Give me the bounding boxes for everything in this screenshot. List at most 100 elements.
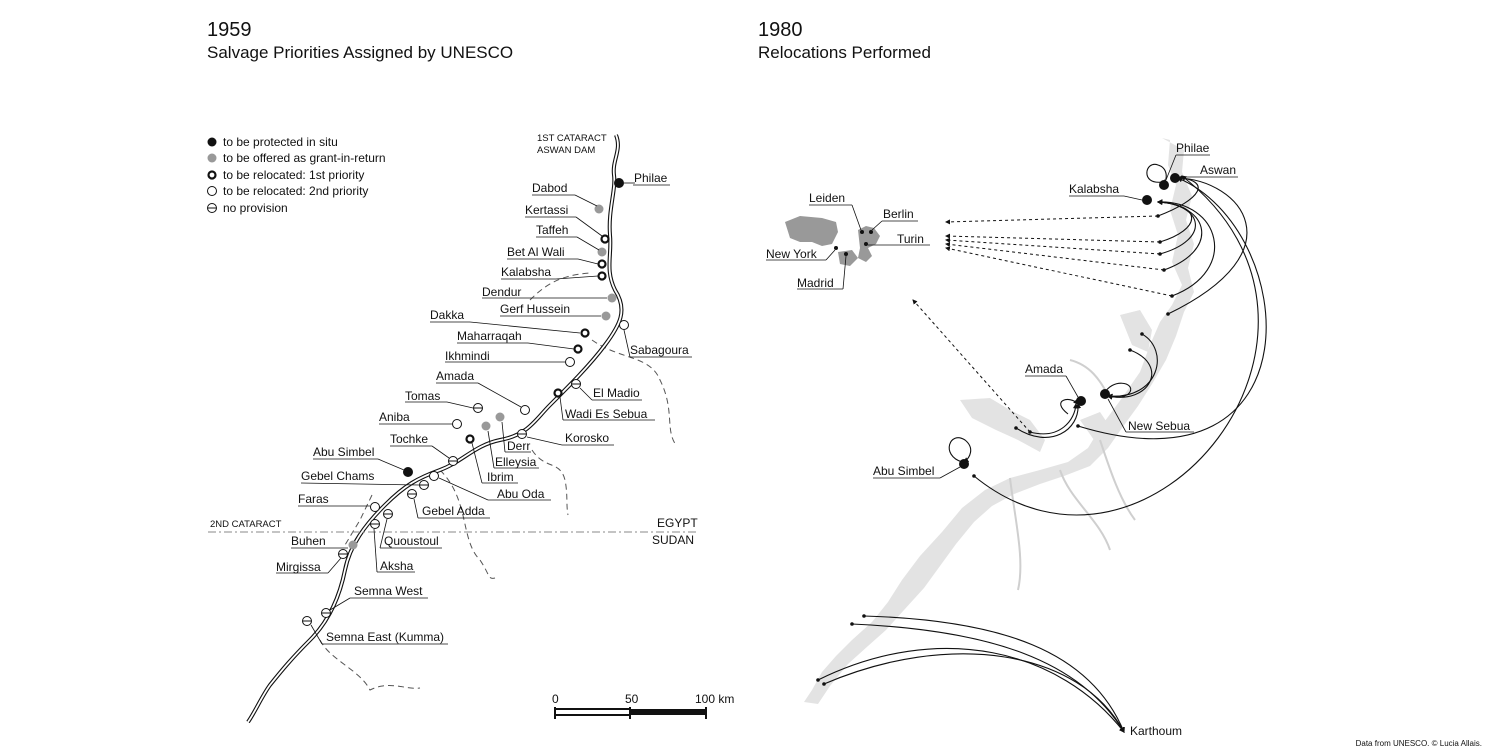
berlin-dot <box>869 230 873 234</box>
site-buhen: Buhen <box>291 534 358 550</box>
lake-outline-east <box>591 339 677 446</box>
site-label: Dakka <box>430 308 464 322</box>
kalabsha-label: Kalabsha <box>1069 182 1119 196</box>
arrow-to-new-york <box>912 299 1031 433</box>
aswan-label: Aswan <box>1200 163 1236 177</box>
site-label: Bet Al Wali <box>507 245 565 259</box>
new-sebua-dot <box>1100 389 1110 399</box>
site-label: Kertassi <box>525 203 568 217</box>
site-label: Dendur <box>482 285 521 299</box>
nile-river-inner <box>247 134 623 723</box>
new-sebua-label: New Sebua <box>1128 419 1190 433</box>
site-aksha: Aksha <box>370 519 415 573</box>
leiden-label: Leiden <box>809 191 845 205</box>
site-label: Dabod <box>532 181 567 195</box>
site-gebel-chams: Gebel Chams <box>300 469 429 490</box>
legend-open-circle-symbol <box>207 186 217 196</box>
site-semna-east: Semna East (Kumma) <box>302 616 448 645</box>
aswan-dot <box>1170 173 1180 183</box>
lake-nasser-branch-2 <box>1120 310 1152 352</box>
left-subtitle: Salvage Priorities Assigned by UNESCO <box>207 43 514 62</box>
turin-label: Turin <box>897 232 924 246</box>
site-label: Tomas <box>405 389 440 403</box>
leiden-leader-2 <box>851 204 862 231</box>
site-semna-west: Semna West <box>321 584 428 618</box>
site-sabagoura: Sabagoura <box>619 320 692 358</box>
arrow-to-leiden <box>945 215 1159 225</box>
site-korosko: Korosko <box>517 429 614 446</box>
wadis <box>1009 359 1136 591</box>
kalabsha-dash <box>529 272 591 301</box>
credit-line: Data from UNESCO. © Lucia Allais. <box>1355 739 1482 748</box>
site-abu-oda: Abu Oda <box>429 471 551 501</box>
site-label: Semna East (Kumma) <box>326 630 444 644</box>
abu-simbel-label: Abu Simbel <box>873 464 934 478</box>
site-dabod: Dabod <box>532 181 604 214</box>
scale-tick-0: 0 <box>552 692 559 706</box>
left-year-heading: 1959 <box>207 19 252 41</box>
site-label: Amada <box>436 369 474 383</box>
site-derr: Derr <box>495 412 531 453</box>
leiden-dot <box>860 230 864 234</box>
site-abu-simbel: Abu Simbel <box>313 445 413 477</box>
legend-filled-black-symbol <box>207 137 217 147</box>
scale-tick-100: 100 km <box>695 692 734 706</box>
site-label: Aksha <box>380 559 414 573</box>
kalabsha-leader-2 <box>1123 195 1143 201</box>
site-label: Korosko <box>565 431 609 445</box>
site-gebel-adda: Gebel Adda <box>407 489 490 519</box>
site-label: Kalabsha <box>501 265 551 279</box>
site-bet-al-wali: Bet Al Wali <box>507 245 607 269</box>
site-label: Aniba <box>379 410 410 424</box>
site-philae: Philae <box>614 171 670 188</box>
aswan-dam-label: ASWAN DAM <box>537 145 595 156</box>
philae-label: Philae <box>1176 141 1210 155</box>
new-york-leader-2 <box>825 249 836 261</box>
site-label: Ikhmindi <box>445 349 490 363</box>
right-year-heading: 1980 <box>758 19 803 41</box>
left-map: to be protected in situ to be offered as… <box>207 133 734 724</box>
new-york-label: New York <box>766 247 818 261</box>
legend: to be protected in situ to be offered as… <box>207 135 386 215</box>
lake-outline-south <box>319 639 421 691</box>
scale-bar: 0 50 100 km <box>552 692 734 719</box>
site-taffeh: Taffeh <box>536 223 607 257</box>
site-amada: Amada <box>436 369 530 415</box>
legend-filled-gray-symbol <box>207 153 217 163</box>
site-label: El Madio <box>593 386 640 400</box>
self-loops <box>948 163 1169 463</box>
europe-shape <box>858 226 880 262</box>
second-cataract-label: 2ND CATARACT <box>210 519 282 530</box>
scale-tick-50: 50 <box>625 692 639 706</box>
abu-simbel-leader-2 <box>939 466 961 479</box>
kalabsha-dot <box>1142 195 1152 205</box>
site-aniba: Aniba <box>379 410 462 429</box>
site-label: Tochke <box>390 432 428 446</box>
site-label: Philae <box>634 171 668 185</box>
spain-shape <box>838 250 858 266</box>
relocation-arcs <box>817 174 1267 734</box>
turin-dot <box>864 242 868 246</box>
legend-label-2: to be relocated: 1st priority <box>223 168 364 182</box>
new-sebua-leader <box>1107 398 1127 433</box>
site-dendur: Dendur <box>482 285 617 303</box>
site-label: Buhen <box>291 534 326 548</box>
site-wadi-es-sebua: Wadi Es Sebua <box>553 388 655 421</box>
legend-label-4: no provision <box>223 201 288 215</box>
site-label: Mirgissa <box>276 560 321 574</box>
madrid-label: Madrid <box>797 276 834 290</box>
legend-label-3: to be relocated: 2nd priority <box>223 184 368 198</box>
site-ibrim: Ibrim <box>465 434 518 484</box>
madrid-leader-2 <box>842 255 847 290</box>
philae-dot <box>1159 180 1169 190</box>
site-label: Taffeh <box>536 223 568 237</box>
site-mirgissa: Mirgissa <box>276 549 348 574</box>
berlin-label: Berlin <box>883 207 914 221</box>
legend-label-1: to be offered as grant-in-return <box>223 151 386 165</box>
site-label: Abu Simbel <box>313 445 374 459</box>
site-label: Wadi Es Sebua <box>565 407 648 421</box>
site-label: Sabagoura <box>630 343 689 357</box>
site-label: Quoustoul <box>384 534 439 548</box>
amada-leader-2 <box>1065 375 1079 398</box>
